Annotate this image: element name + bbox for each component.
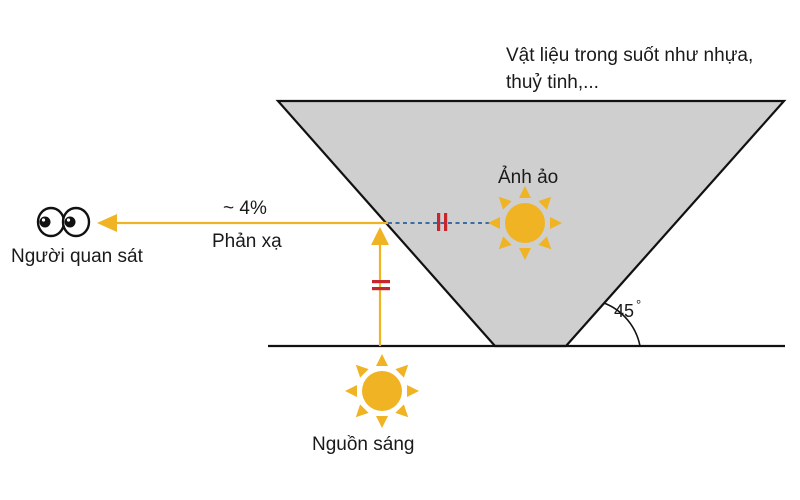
material-label-line1: Vật liệu trong suốt như nhựa, (506, 45, 753, 66)
equal-mark-horizontal (437, 213, 448, 231)
degree-mark: ° (636, 297, 641, 312)
sun-ray (395, 404, 409, 418)
reflected-ray-arrowhead (97, 214, 117, 232)
virtual-image-label: Ảnh ảo (498, 166, 558, 188)
angle-label: 45° (614, 297, 641, 321)
sun-ray (538, 236, 552, 250)
angle-arc (603, 302, 641, 347)
sun-ray (519, 186, 531, 198)
sun-ray (488, 217, 500, 229)
sun-ray (407, 385, 419, 397)
eyes-icon (36, 206, 91, 238)
light-source-label: Nguồn sáng (312, 434, 414, 455)
sun-disc (505, 203, 545, 243)
sun-ray (395, 364, 409, 378)
sun-ray (345, 385, 357, 397)
sun-icon (345, 354, 419, 428)
sun-ray (498, 236, 512, 250)
sun-ray (376, 354, 388, 366)
sun-ray (550, 217, 562, 229)
angle-value: 45 (614, 301, 634, 321)
sun-icon (488, 186, 562, 260)
observer-label: Người quan sát (11, 246, 144, 267)
material-label-line2: thuỷ tinh,... (506, 72, 599, 93)
reflection-percent-label: ~ 4% (223, 198, 267, 219)
reflection-label: Phản xạ (212, 231, 282, 252)
sun-ray (538, 196, 552, 210)
incident-ray-arrowhead (371, 227, 389, 245)
sun-ray (355, 364, 369, 378)
sun-disc (362, 371, 402, 411)
sun-ray (519, 248, 531, 260)
sun-ray (376, 416, 388, 428)
equal-mark-vertical (372, 280, 390, 291)
sun-ray (355, 404, 369, 418)
sun-ray (498, 196, 512, 210)
